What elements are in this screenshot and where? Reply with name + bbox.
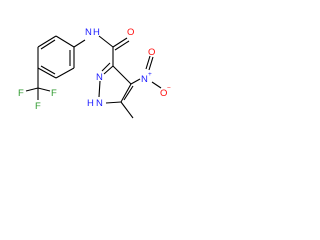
nitro-n-charge: + (148, 71, 152, 78)
bond-nitro-n-o-double-a (145, 55, 151, 70)
bond-pyrazole-n2-n1 (98, 80, 101, 98)
fluorine-1-label: F (35, 101, 41, 112)
bond-c4-nitro-n (130, 78, 141, 85)
bond-pyrazole-c5-c4-a (120, 83, 132, 103)
pyrazole-n1-label: N (96, 98, 103, 109)
bonds (25, 35, 162, 119)
bond-benzene-6 (37, 35, 57, 48)
bond-amide-n-carbonyl (98, 35, 114, 48)
bond-benzene-4-inner (40, 65, 56, 75)
bond-carbonyl-o-b (114, 40, 130, 51)
bond-nitro-n-o-double-b (148, 56, 154, 71)
bond-pyrazole-c3-n2-b (101, 62, 111, 72)
bond-pyrazole-c3-n2-a (103, 65, 114, 75)
bond-methyl (120, 101, 134, 119)
bond-benzene-4 (37, 67, 57, 79)
nitro-o-single-label: O (160, 88, 167, 99)
atom-labels: N H O N H N N + O O − F F F (18, 27, 171, 112)
bond-pyrazole-n1-c5 (105, 101, 122, 104)
pyrazole-n2-label: N (96, 72, 103, 83)
bond-carbonyl-o-a (112, 37, 128, 48)
pyrazole-h-label: H (87, 98, 94, 109)
bond-pyrazole-c4-c3 (112, 65, 132, 85)
bond-aryl-amide-n (73, 39, 86, 48)
bond-benzene-1 (55, 35, 75, 48)
amide-h-label: H (93, 27, 100, 38)
fluorine-2-label: F (18, 88, 24, 99)
bond-pyrazole-c5-c4-b (123, 85, 134, 101)
nitro-o-charge: − (167, 85, 171, 92)
nitro-o-double-label: O (148, 47, 155, 58)
nitro-n-label: N (141, 74, 148, 85)
amide-n-label: N (85, 27, 92, 38)
bond-benzene-6-inner (40, 39, 56, 50)
bond-nitro-n-o-single (151, 81, 162, 89)
bond-cf3-f2 (25, 87, 39, 92)
bond-cf3-f3 (37, 87, 51, 92)
bond-benzene-3 (55, 67, 75, 79)
carbonyl-o-label: O (127, 27, 134, 38)
molecule-structure-diagram: N H O N H N N + O O − F F F (18, 27, 171, 119)
fluorine-3-label: F (51, 88, 57, 99)
